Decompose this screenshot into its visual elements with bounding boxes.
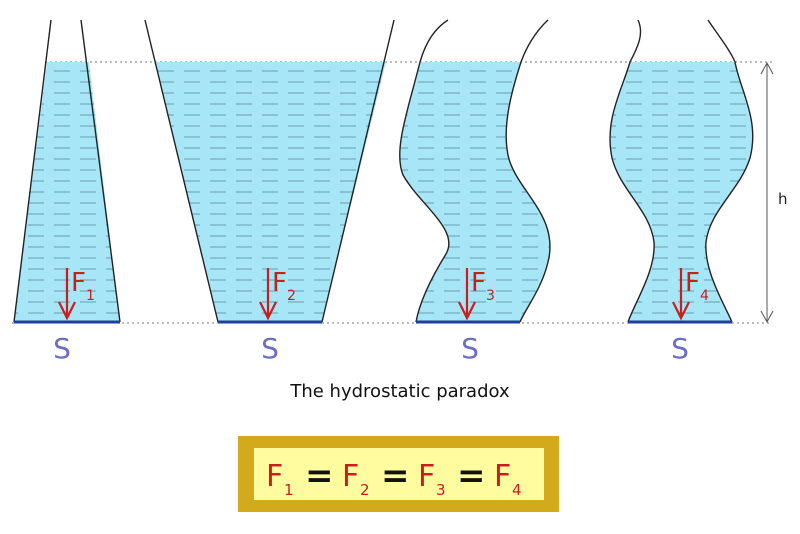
height-label-bg: [775, 188, 791, 208]
equation-equals-3: =: [457, 456, 486, 496]
height-label: h: [778, 190, 788, 208]
equation-term-4: F: [494, 459, 511, 494]
vessel-4: [609, 19, 754, 324]
base-label-3: S: [461, 332, 479, 365]
vessel-1-wall-right: [80, 19, 121, 323]
equation-term-1: F: [266, 459, 283, 494]
force-label-3: F: [471, 268, 486, 298]
vessel-3: [399, 19, 551, 324]
force-index-3: 3: [486, 288, 495, 304]
force-arrow-2: [259, 268, 277, 321]
force-label-4: F: [685, 268, 700, 298]
vessel-4-water-texture: [609, 62, 753, 322]
base-label-1: S: [53, 332, 71, 365]
force-arrow-3: [458, 268, 476, 321]
vessel-3-wall-right: [505, 19, 551, 323]
vessel-2-water-texture: [155, 62, 386, 322]
force-index-2: 2: [287, 288, 296, 304]
equation-index-2: 2: [360, 481, 370, 499]
force-label-1: F: [71, 268, 86, 298]
equation-index-3: 3: [436, 481, 446, 499]
force-label-2: F: [272, 268, 287, 298]
height-dimension: [760, 61, 774, 324]
base-label-4: S: [671, 332, 689, 365]
force-index-1: 1: [86, 288, 95, 304]
vessel-4-wall-left: [609, 19, 655, 323]
vessel-4-wall-right: [705, 19, 754, 323]
force-arrow-4: [672, 268, 690, 321]
vessel-1-water-texture: [14, 62, 120, 322]
equation-equals-2: =: [381, 456, 410, 496]
force-index-4: 4: [700, 288, 709, 304]
vessel-3-water-texture: [399, 62, 551, 322]
equation-index-1: 1: [284, 481, 294, 499]
equation-box: [238, 436, 559, 512]
vessel-3-wall-left: [399, 19, 450, 323]
equation-term-3: F: [418, 459, 435, 494]
vessel-1-wall-left: [13, 19, 52, 323]
vessel-1: [13, 19, 121, 324]
vessel-2-wall-right: [321, 19, 395, 323]
vessel-2-wall-left: [144, 19, 219, 323]
equation-term-2: F: [342, 459, 359, 494]
equation-equals-1: =: [305, 456, 334, 496]
vessel-2: [144, 19, 395, 324]
base-label-2: S: [261, 332, 279, 365]
equation-index-4: 4: [512, 481, 522, 499]
force-arrow-1: [58, 268, 76, 321]
diagram-caption: The hydrostatic paradox: [289, 381, 510, 402]
